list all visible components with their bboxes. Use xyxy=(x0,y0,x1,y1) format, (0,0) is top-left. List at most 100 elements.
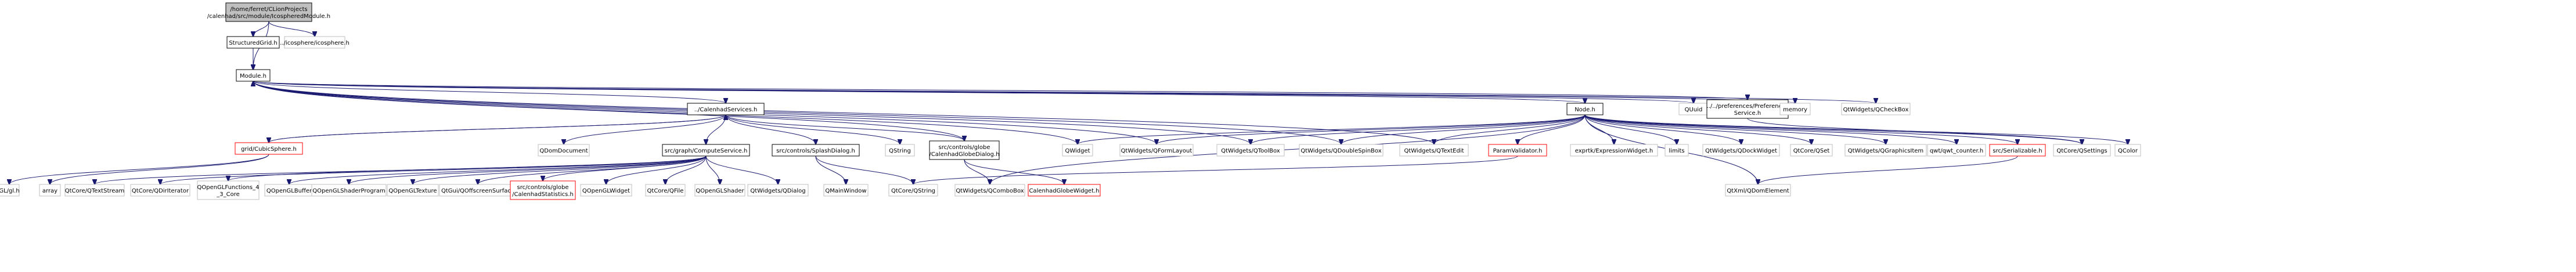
graph-node-services[interactable]: ../CalenhadServices.h xyxy=(687,103,765,115)
graph-edge-computeservice-to-qoglshaderprogram xyxy=(349,155,707,184)
graph-node-label: QtCore/QTextStream xyxy=(65,188,125,194)
graph-node-node[interactable]: Node.h xyxy=(1566,103,1604,115)
graph-node-label: QOpenGLTexture xyxy=(388,188,437,194)
graph-node-box xyxy=(284,36,345,49)
graph-node-box xyxy=(130,184,190,197)
graph-node-box xyxy=(1566,103,1604,115)
graph-node-qwtcounter: qwt/qwt_counter.h xyxy=(1927,144,1986,157)
graph-node-label: QOpenGLFunctions_4 xyxy=(197,184,259,191)
graph-node-label: QOpenGLShader xyxy=(696,188,744,194)
graph-node-label: src/Serializable.h xyxy=(1993,148,2042,154)
graph-node-label: ../../preferences/Preferences xyxy=(1707,103,1789,110)
graph-edge-computeservice-to-qoffscreen xyxy=(478,155,707,184)
graph-node-label: QUuid xyxy=(1685,107,1703,113)
graph-node-qdomdocument: QDomDocument xyxy=(538,144,590,157)
graph-node-label: QtCore/QFile xyxy=(647,188,684,194)
graph-node-globedialog[interactable]: src/controls/globe/CalenhadGlobeDialog.h xyxy=(929,140,1000,160)
graph-edge-computeservice-to-qfile xyxy=(665,155,707,184)
graph-node-box xyxy=(2114,144,2141,157)
graph-node-label: src/controls/SplashDialog.h xyxy=(776,148,855,154)
graph-node-qcombobox: QtWidgets/QComboBox xyxy=(954,184,1025,197)
graph-node-memory: memory xyxy=(1779,103,1811,115)
graph-node-computeservice[interactable]: src/graph/ComputeService.h xyxy=(662,144,750,157)
graph-node-qstring1: QString xyxy=(885,144,915,157)
graph-node-box xyxy=(510,180,576,200)
graph-node-box xyxy=(580,184,632,197)
graph-edge-node-to-qgraphicsitem xyxy=(1584,114,1886,144)
graph-node-box xyxy=(387,184,439,197)
graph-node-qogltexture: QOpenGLTexture xyxy=(387,184,439,197)
graph-node-box xyxy=(1779,103,1811,115)
graph-edge-node-to-serializable xyxy=(1584,114,2017,144)
graph-edge-computeservice-to-qogltexture xyxy=(413,155,707,184)
graph-node-box xyxy=(311,184,387,197)
graph-node-label: QString xyxy=(889,148,911,154)
graph-node-label: qwt/qwt_counter.h xyxy=(1930,148,1983,154)
graph-node-cubicsphere[interactable]: grid/CubicSphere.h xyxy=(235,142,303,155)
graph-node-box xyxy=(1119,144,1194,157)
graph-edge-splashdialog-to-qstring2 xyxy=(815,155,913,184)
graph-node-label: StructuredGrid.h xyxy=(229,40,277,46)
graph-edge-computeservice-to-qoglbuffer xyxy=(289,155,707,184)
graph-node-qmainwindow: QMainWindow xyxy=(823,184,869,197)
graph-edge-cubicsphere-to-array xyxy=(50,154,269,184)
graph-node-box xyxy=(1028,184,1101,197)
graph-edge-services-to-qdomdocument xyxy=(564,114,726,144)
graph-node-box xyxy=(888,184,938,197)
graph-node-paramvalidator[interactable]: ParamValidator.h xyxy=(1488,144,1547,157)
graph-edge-root-to-structuredgrid xyxy=(253,21,269,37)
graph-edge-computeservice-to-qoglfunctions xyxy=(228,155,707,181)
graph-node-label: memory xyxy=(1783,107,1807,113)
graph-node-box xyxy=(1841,103,1911,115)
graph-edge-module-to-qdoublespinbox xyxy=(253,81,1341,144)
graph-edge-node-to-qtoolbox xyxy=(1251,114,1586,144)
graph-node-qgraphicsitem: QtWidgets/QGraphicsItem xyxy=(1844,144,1927,157)
graph-node-label: _3_Core xyxy=(216,191,240,198)
graph-node-label: Node.h xyxy=(1575,107,1595,113)
graph-node-serializable[interactable]: src/Serializable.h xyxy=(1989,144,2046,157)
graph-node-box xyxy=(2053,144,2111,157)
graph-node-label: QMainWindow xyxy=(825,188,866,194)
graph-node-globewidget[interactable]: CalenhadGlobeWidget.h xyxy=(1028,184,1101,197)
graph-node-label: src/controls/globe xyxy=(517,184,569,191)
graph-node-array: array xyxy=(39,184,61,197)
graph-edge-node-to-qcombobox xyxy=(990,114,1586,184)
graph-node-box xyxy=(954,184,1025,197)
graph-node-box xyxy=(929,140,1000,160)
graph-edge-root-to-icosphere xyxy=(268,21,315,37)
graph-node-structuredgrid[interactable]: StructuredGrid.h xyxy=(226,36,280,49)
graph-node-box xyxy=(1927,144,1986,157)
graph-edge-module-to-prefs xyxy=(253,81,1748,100)
graph-node-label: exprtk/ExpressionWidget.h xyxy=(1575,148,1653,154)
graph-node-box xyxy=(235,142,303,155)
graph-node-module[interactable]: Module.h xyxy=(236,69,271,82)
graph-node-box xyxy=(197,180,260,200)
graph-node-qset: QtCore/QSet xyxy=(1790,144,1833,157)
nodes-layer: /home/ferret/CLionProjects/calenhad/src/… xyxy=(0,2,2141,200)
graph-node-box xyxy=(0,184,20,197)
graph-node-box xyxy=(1299,144,1384,157)
graph-edge-globedialog-to-globewidget xyxy=(964,159,1064,184)
graph-edge-module-to-qtextedit xyxy=(253,81,1434,144)
graph-edge-module-to-services xyxy=(253,81,726,103)
graph-edge-serializable-to-qdomelement xyxy=(1758,155,2018,184)
graph-node-box xyxy=(1665,144,1689,157)
graph-node-label: src/graph/ComputeService.h xyxy=(665,148,748,154)
graph-node-glgl: GL/gl.h xyxy=(0,184,20,197)
graph-node-label: CalenhadGlobeWidget.h xyxy=(1029,188,1099,194)
graph-node-box xyxy=(1725,184,1791,197)
graph-node-label: QOpenGLWidget xyxy=(582,188,630,194)
graph-node-label: QtCore/QSet xyxy=(1793,148,1830,154)
graph-node-root[interactable]: /home/ferret/CLionProjects/calenhad/src/… xyxy=(207,2,330,22)
graph-node-label: QtWidgets/QDockWidget xyxy=(1705,148,1777,154)
graph-node-label: GL/gl.h xyxy=(0,188,20,194)
graph-node-label: QtWidgets/QDoubleSpinBox xyxy=(1300,148,1381,154)
graph-node-statistics[interactable]: src/controls/globe/CalenhadStatistics.h xyxy=(510,180,576,200)
graph-node-label: QDomDocument xyxy=(539,148,588,154)
graph-edge-computeservice-to-qoglwidget xyxy=(606,155,707,184)
graph-node-box xyxy=(694,184,745,197)
graph-node-box xyxy=(687,103,765,115)
graph-node-splashdialog[interactable]: src/controls/SplashDialog.h xyxy=(772,144,860,157)
